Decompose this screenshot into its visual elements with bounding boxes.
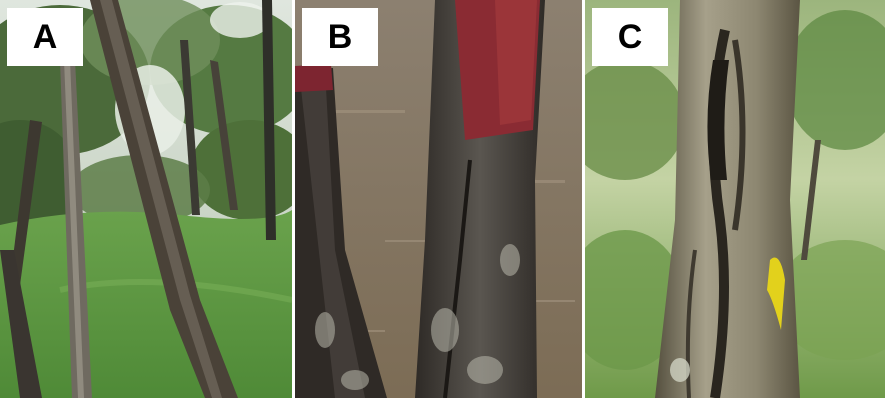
panel-b-photo: B [295,0,582,398]
panel-c-photo: C [585,0,885,398]
panel-c-label: C [592,8,668,66]
panel-a-photo: A [0,0,292,398]
panel-c-image [585,0,885,398]
panel-b-image [295,0,582,398]
panel-a-image [0,0,292,398]
panel-b-label: B [302,8,378,66]
panel-a-label: A [7,8,83,66]
